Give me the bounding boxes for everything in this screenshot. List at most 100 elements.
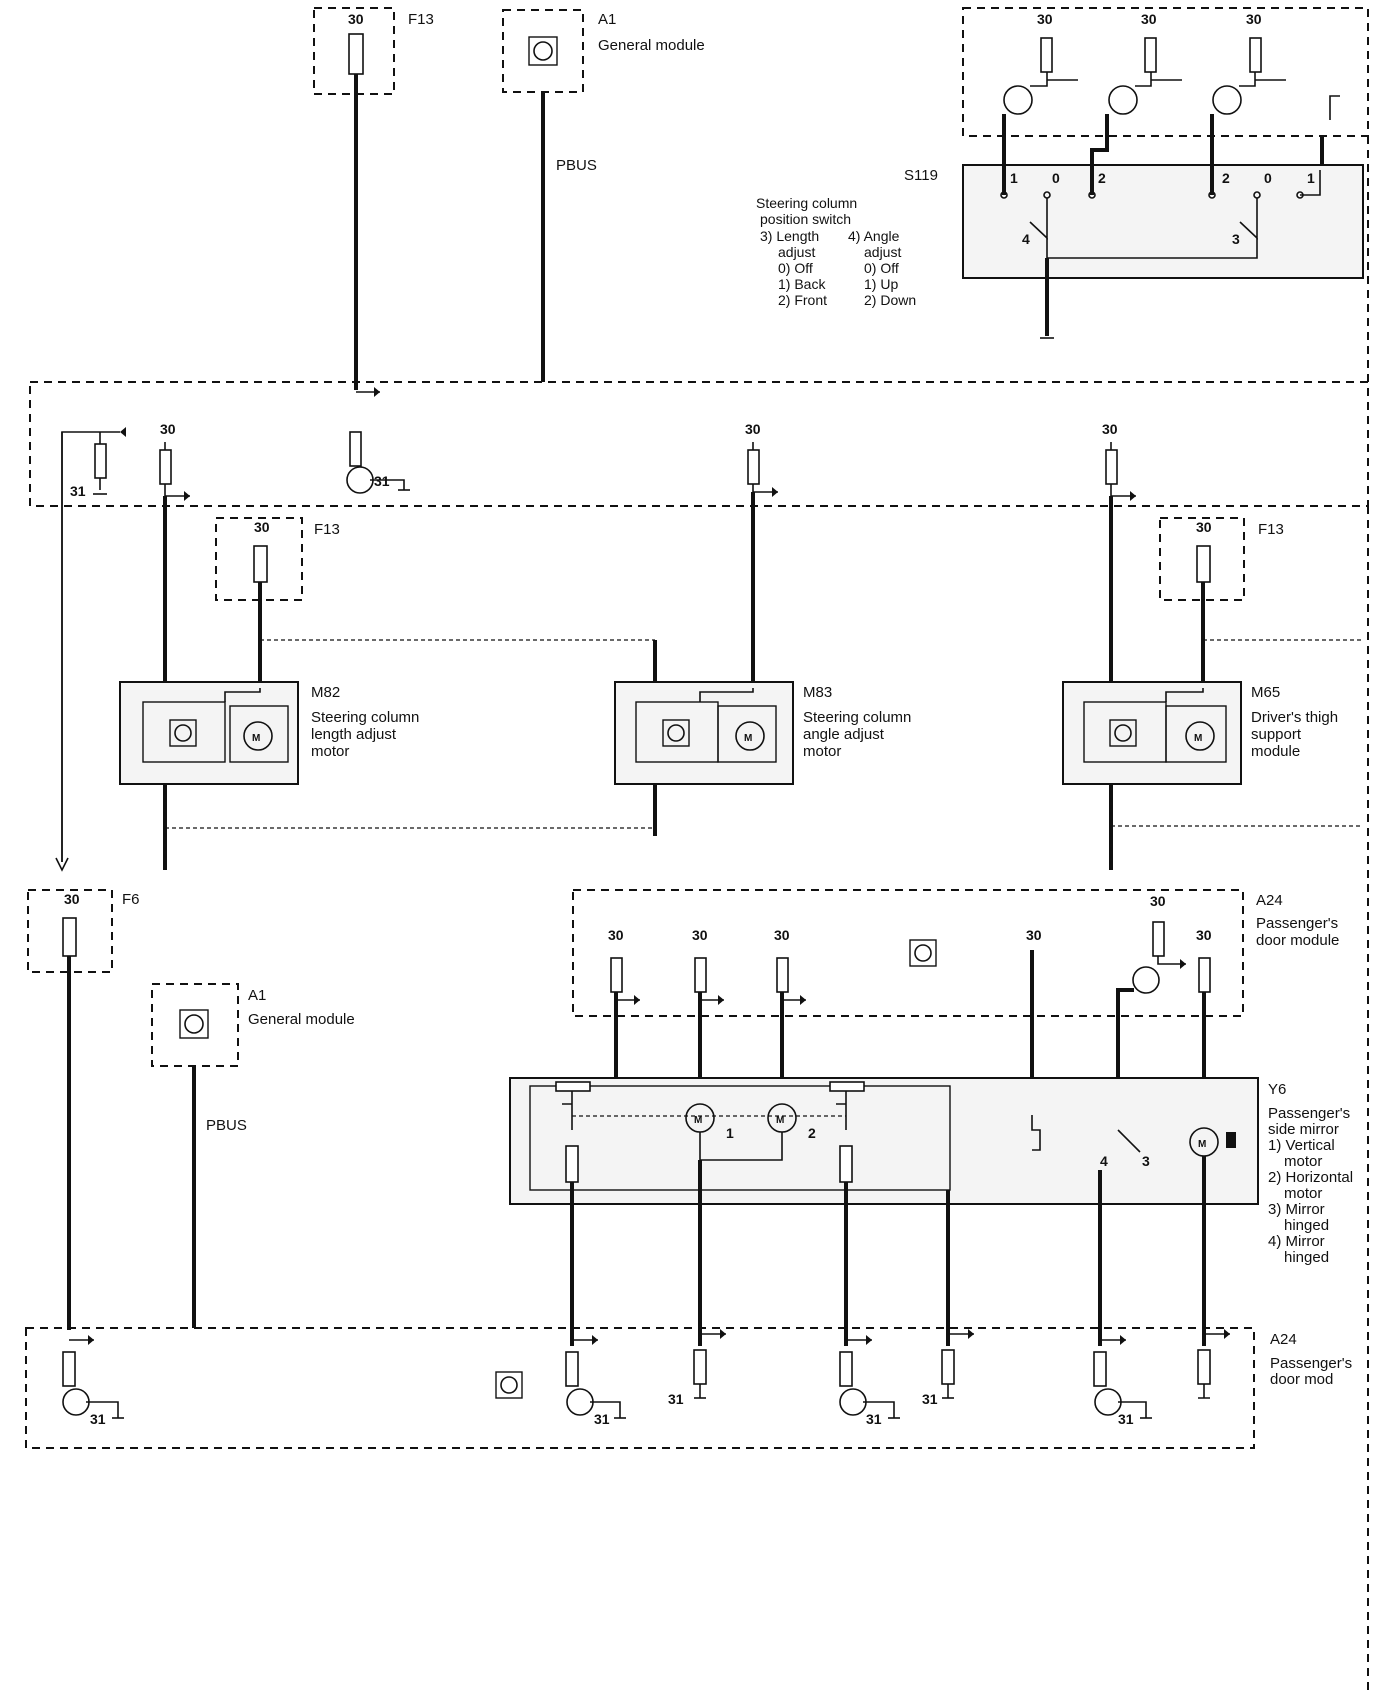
svg-text:Steering column: Steering column — [311, 709, 419, 726]
svg-text:2: 2 — [1222, 170, 1230, 186]
m83-module-icon — [662, 719, 690, 747]
motor-m82: M M82 Steering column length adjust moto… — [119, 681, 419, 785]
svg-text:30: 30 — [1141, 11, 1157, 27]
svg-text:30: 30 — [1196, 519, 1212, 535]
svg-text:A24: A24 — [1270, 1331, 1297, 1348]
svg-text:Y6: Y6 — [1268, 1081, 1286, 1098]
svg-text:30: 30 — [608, 927, 624, 943]
a24-top-module-icon — [909, 939, 937, 967]
a1-bottom-module-icon — [179, 1009, 209, 1039]
fuse-f6: 30 F6 — [27, 889, 140, 973]
svg-text:1) Vertical: 1) Vertical — [1268, 1137, 1335, 1154]
svg-text:2) Horizontal: 2) Horizontal — [1268, 1169, 1353, 1186]
svg-text:angle adjust: angle adjust — [803, 726, 885, 743]
svg-text:31: 31 — [374, 473, 390, 489]
m82-motor-icon — [243, 721, 273, 751]
m65-motor-icon — [1185, 721, 1215, 751]
svg-text:1: 1 — [726, 1125, 734, 1141]
svg-text:position switch: position switch — [760, 211, 851, 227]
svg-text:4: 4 — [1022, 231, 1030, 247]
svg-text:General module: General module — [248, 1011, 355, 1028]
svg-text:4) Mirror: 4) Mirror — [1268, 1233, 1325, 1250]
svg-text:Passenger's: Passenger's — [1270, 1355, 1352, 1372]
svg-text:30: 30 — [1026, 927, 1042, 943]
svg-text:motor: motor — [803, 743, 841, 760]
svg-text:side mirror: side mirror — [1268, 1121, 1339, 1138]
svg-text:3) Length: 3) Length — [760, 228, 819, 244]
svg-text:Passenger's: Passenger's — [1256, 915, 1338, 932]
svg-text:4: 4 — [1100, 1153, 1108, 1169]
a24-bottom-module-icon — [495, 1371, 523, 1399]
svg-text:M: M — [694, 1115, 702, 1126]
svg-text:F6: F6 — [122, 891, 140, 908]
svg-text:F13: F13 — [314, 521, 340, 538]
svg-text:motor: motor — [1284, 1185, 1322, 1202]
module-icon — [528, 36, 558, 66]
svg-text:adjust: adjust — [778, 244, 815, 260]
fuse-f13-right: 30 F13 — [1159, 517, 1284, 601]
svg-text:1: 1 — [1010, 170, 1018, 186]
svg-text:Driver's thigh: Driver's thigh — [1251, 709, 1338, 726]
svg-text:Passenger's: Passenger's — [1268, 1105, 1350, 1122]
fuse-f13-top: 30 F13 — [313, 7, 434, 95]
svg-text:30: 30 — [64, 891, 80, 907]
module-m65: M M65 Driver's thigh support module — [1062, 681, 1338, 785]
svg-text:30: 30 — [745, 421, 761, 437]
svg-text:0) Off: 0) Off — [864, 260, 899, 276]
a1-general-module-top: A1 General module — [502, 9, 705, 93]
svg-text:M: M — [252, 733, 260, 744]
svg-text:0: 0 — [1264, 170, 1272, 186]
f13-top-label: F13 — [408, 11, 434, 28]
svg-text:M65: M65 — [1251, 684, 1280, 701]
f13-top-terminal: 30 — [348, 11, 364, 27]
svg-text:M: M — [776, 1115, 784, 1126]
svg-text:30: 30 — [1246, 11, 1262, 27]
svg-text:M: M — [1194, 733, 1202, 744]
svg-text:31: 31 — [866, 1411, 882, 1427]
svg-text:door module: door module — [1256, 932, 1339, 949]
svg-text:Steering column: Steering column — [803, 709, 911, 726]
fuse-f13-left: 30 F13 — [215, 517, 340, 601]
svg-text:hinged: hinged — [1284, 1217, 1329, 1234]
svg-text:M: M — [1198, 1139, 1206, 1150]
svg-text:A1: A1 — [248, 987, 266, 1004]
a1-top-id: A1 — [598, 11, 616, 28]
a1-general-module-bottom: A1 General module — [151, 983, 355, 1067]
s119-pins: 1 0 2 2 0 1 4 3 — [1000, 170, 1321, 259]
svg-text:0) Off: 0) Off — [778, 260, 813, 276]
svg-text:3) Mirror: 3) Mirror — [1268, 1201, 1325, 1218]
s119-legend: Steering column position switch 3) Lengt… — [756, 195, 916, 308]
motor-m83: M M83 Steering column angle adjust motor — [614, 681, 911, 785]
svg-text:31: 31 — [1118, 1411, 1134, 1427]
m83-motor-icon — [735, 721, 765, 751]
svg-text:4) Angle: 4) Angle — [848, 228, 900, 244]
svg-text:M82: M82 — [311, 684, 340, 701]
pbus-bottom-label: PBUS — [206, 1117, 247, 1134]
s119-id: S119 — [904, 167, 938, 184]
svg-text:F13: F13 — [1258, 521, 1284, 538]
a24-door-module-bottom: A24 Passenger's door mod 31 31 31 31 — [25, 1327, 1352, 1449]
svg-text:adjust: adjust — [864, 244, 901, 260]
m65-module-icon — [1109, 719, 1137, 747]
svg-text:31: 31 — [90, 1411, 106, 1427]
svg-text:module: module — [1251, 743, 1300, 760]
svg-text:0: 0 — [1052, 170, 1060, 186]
svg-text:30: 30 — [692, 927, 708, 943]
svg-text:31: 31 — [668, 1391, 684, 1407]
svg-text:A24: A24 — [1256, 892, 1283, 909]
svg-text:Steering column: Steering column — [756, 195, 857, 211]
svg-text:M83: M83 — [803, 684, 832, 701]
svg-text:2) Front: 2) Front — [778, 292, 827, 308]
s119-driver-2: 30 — [1108, 11, 1157, 115]
central-module-band: 31 30 31 30 30 — [29, 381, 1369, 862]
svg-text:2: 2 — [1098, 170, 1106, 186]
pbus-top-label: PBUS — [556, 157, 597, 174]
s119-switch-module: 30 30 30 S119 1 0 2 2 0 — [904, 7, 1369, 339]
svg-text:1) Up: 1) Up — [864, 276, 898, 292]
svg-text:3: 3 — [1232, 231, 1240, 247]
svg-text:30: 30 — [160, 421, 176, 437]
svg-text:support: support — [1251, 726, 1302, 743]
svg-text:motor: motor — [311, 743, 349, 760]
svg-text:3: 3 — [1142, 1153, 1150, 1169]
